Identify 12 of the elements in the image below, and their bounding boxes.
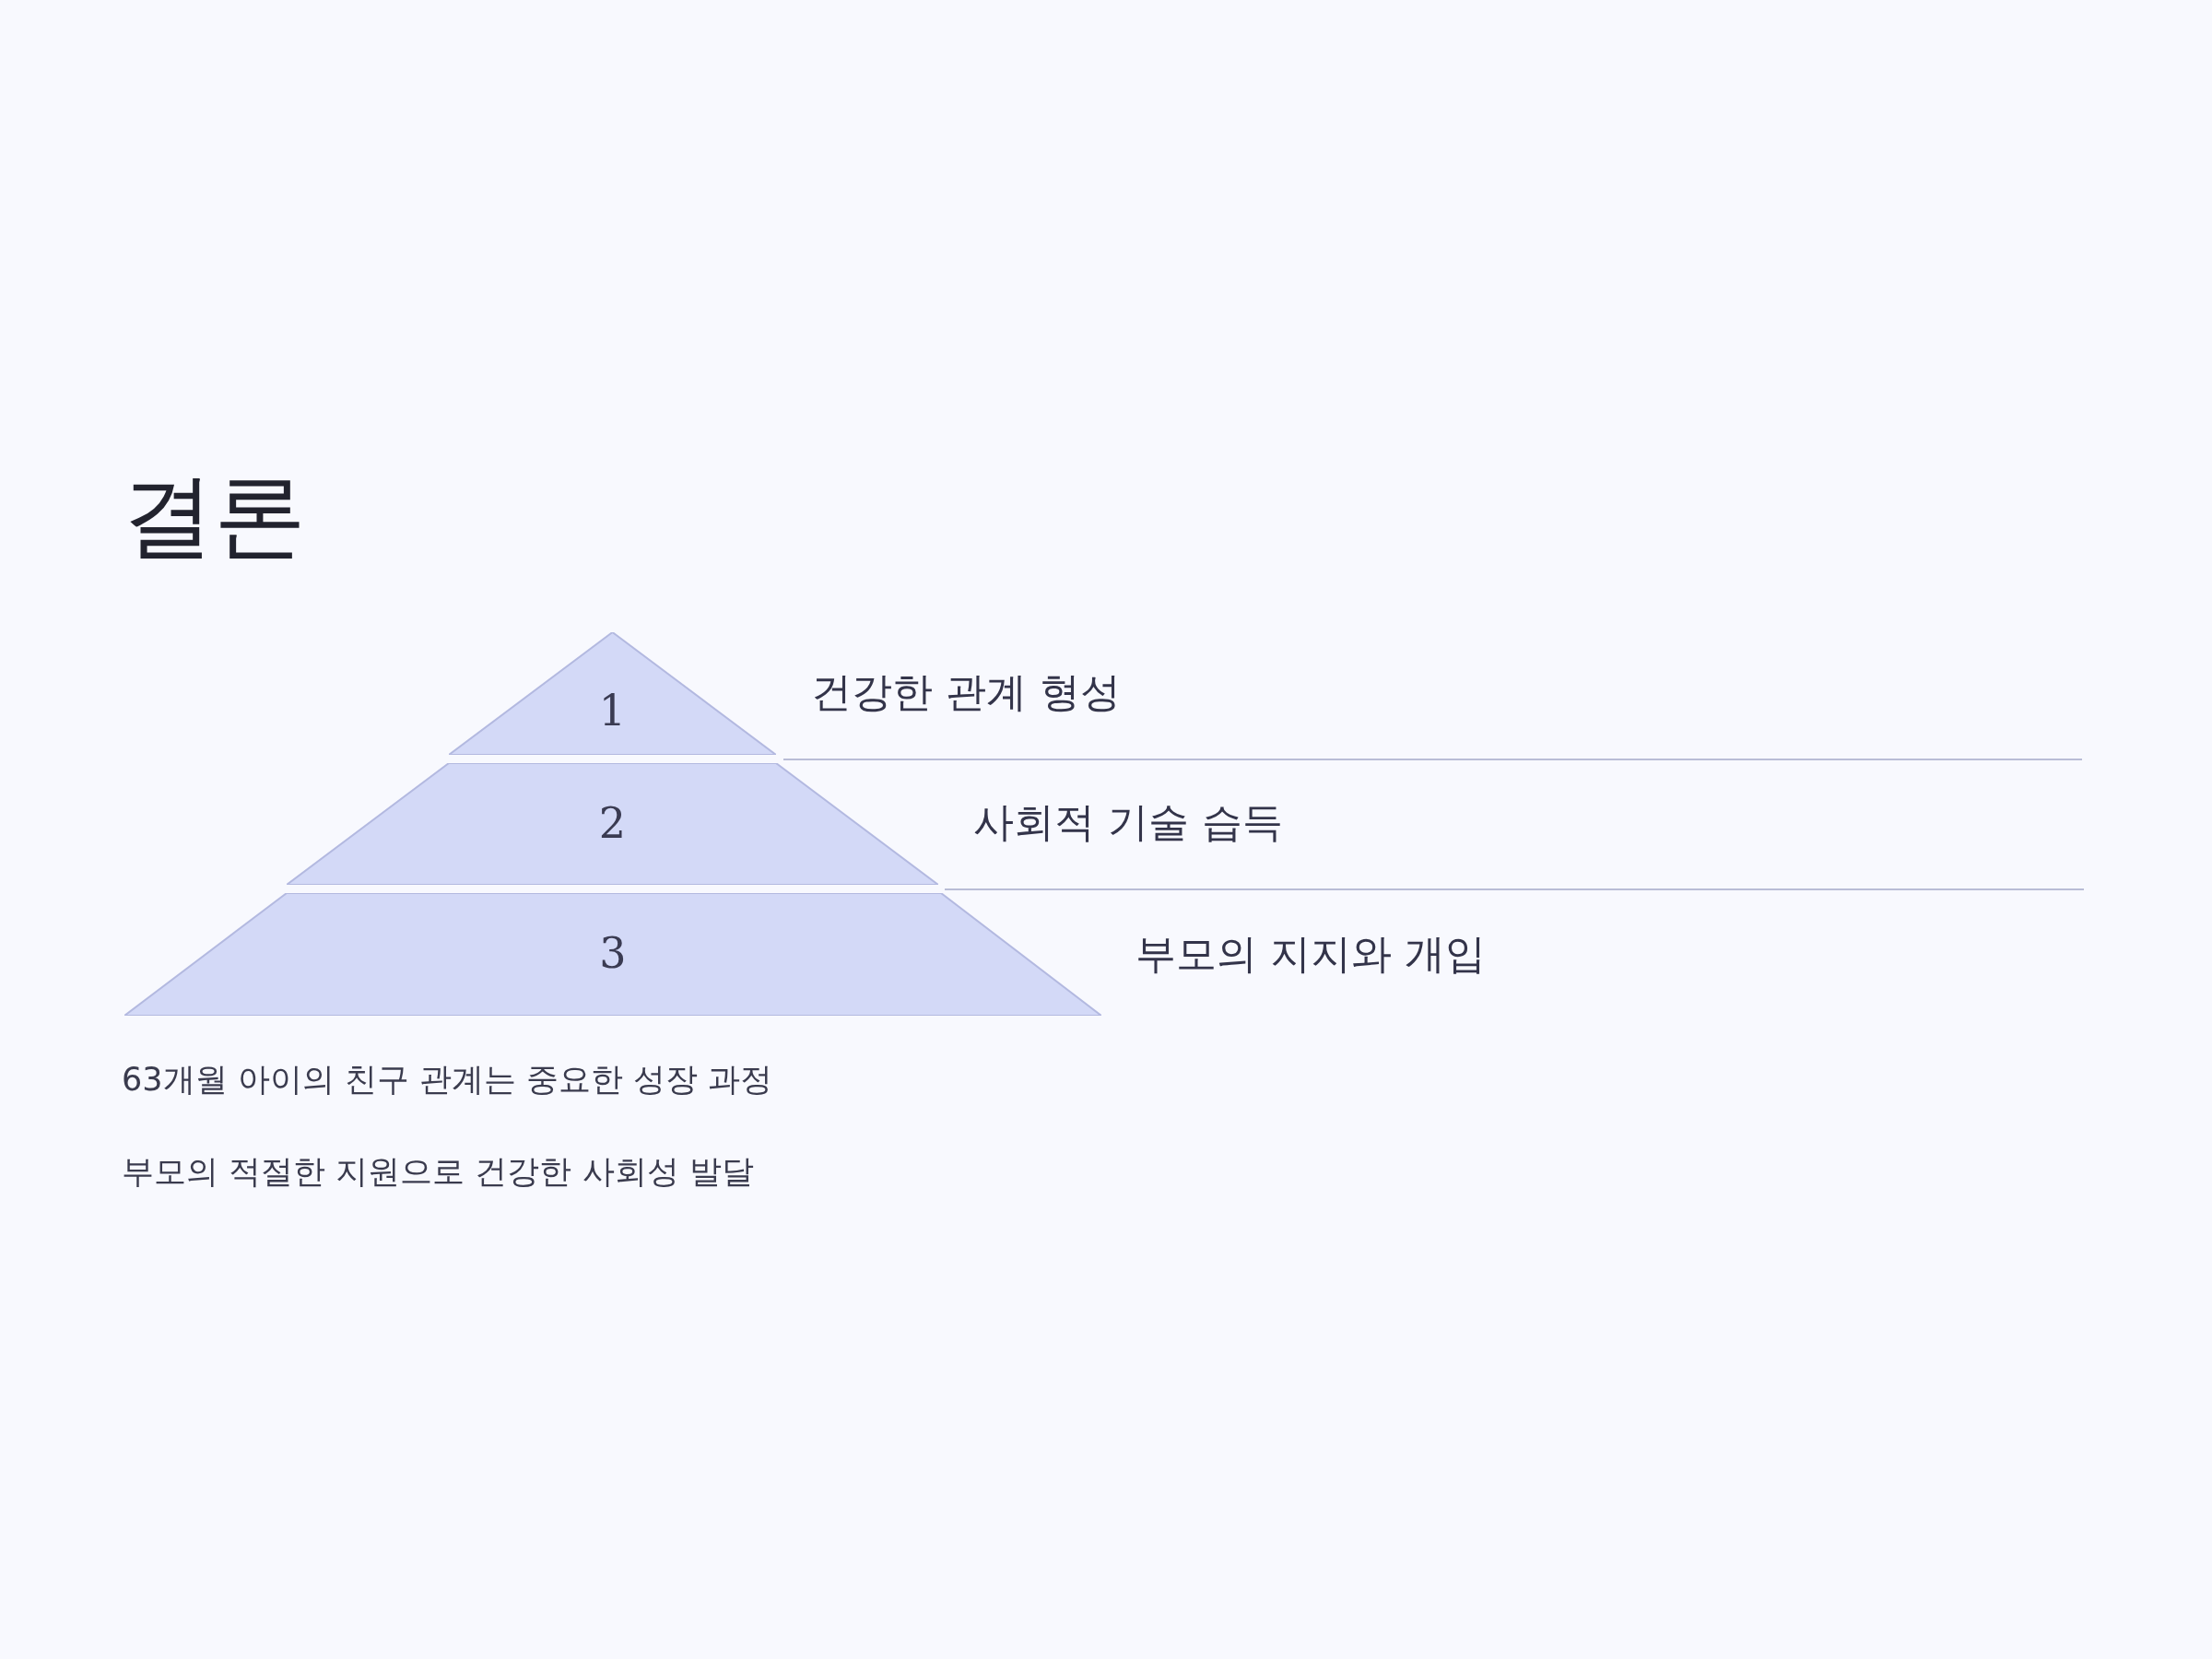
- pyramid-tier: [449, 632, 776, 755]
- tier-caption: 건강한 관계 형성: [811, 667, 1121, 717]
- tier-caption: 부모의 지지와 개입: [1135, 929, 1486, 979]
- tier-number: 1: [597, 686, 628, 735]
- tier-caption: 사회적 기술 습득: [973, 797, 1283, 847]
- pyramid-tier: [287, 763, 938, 885]
- body-text: 부모의 적절한 지원으로 건강한 사회성 발달: [122, 1152, 754, 1192]
- pyramid-tier: [124, 893, 1101, 1016]
- tier-number: 2: [597, 798, 628, 848]
- tier-number: 3: [598, 928, 628, 978]
- slide-title: 결론: [122, 461, 306, 571]
- body-text: 63개월 아이의 친구 관계는 중요한 성장 과정: [122, 1060, 773, 1100]
